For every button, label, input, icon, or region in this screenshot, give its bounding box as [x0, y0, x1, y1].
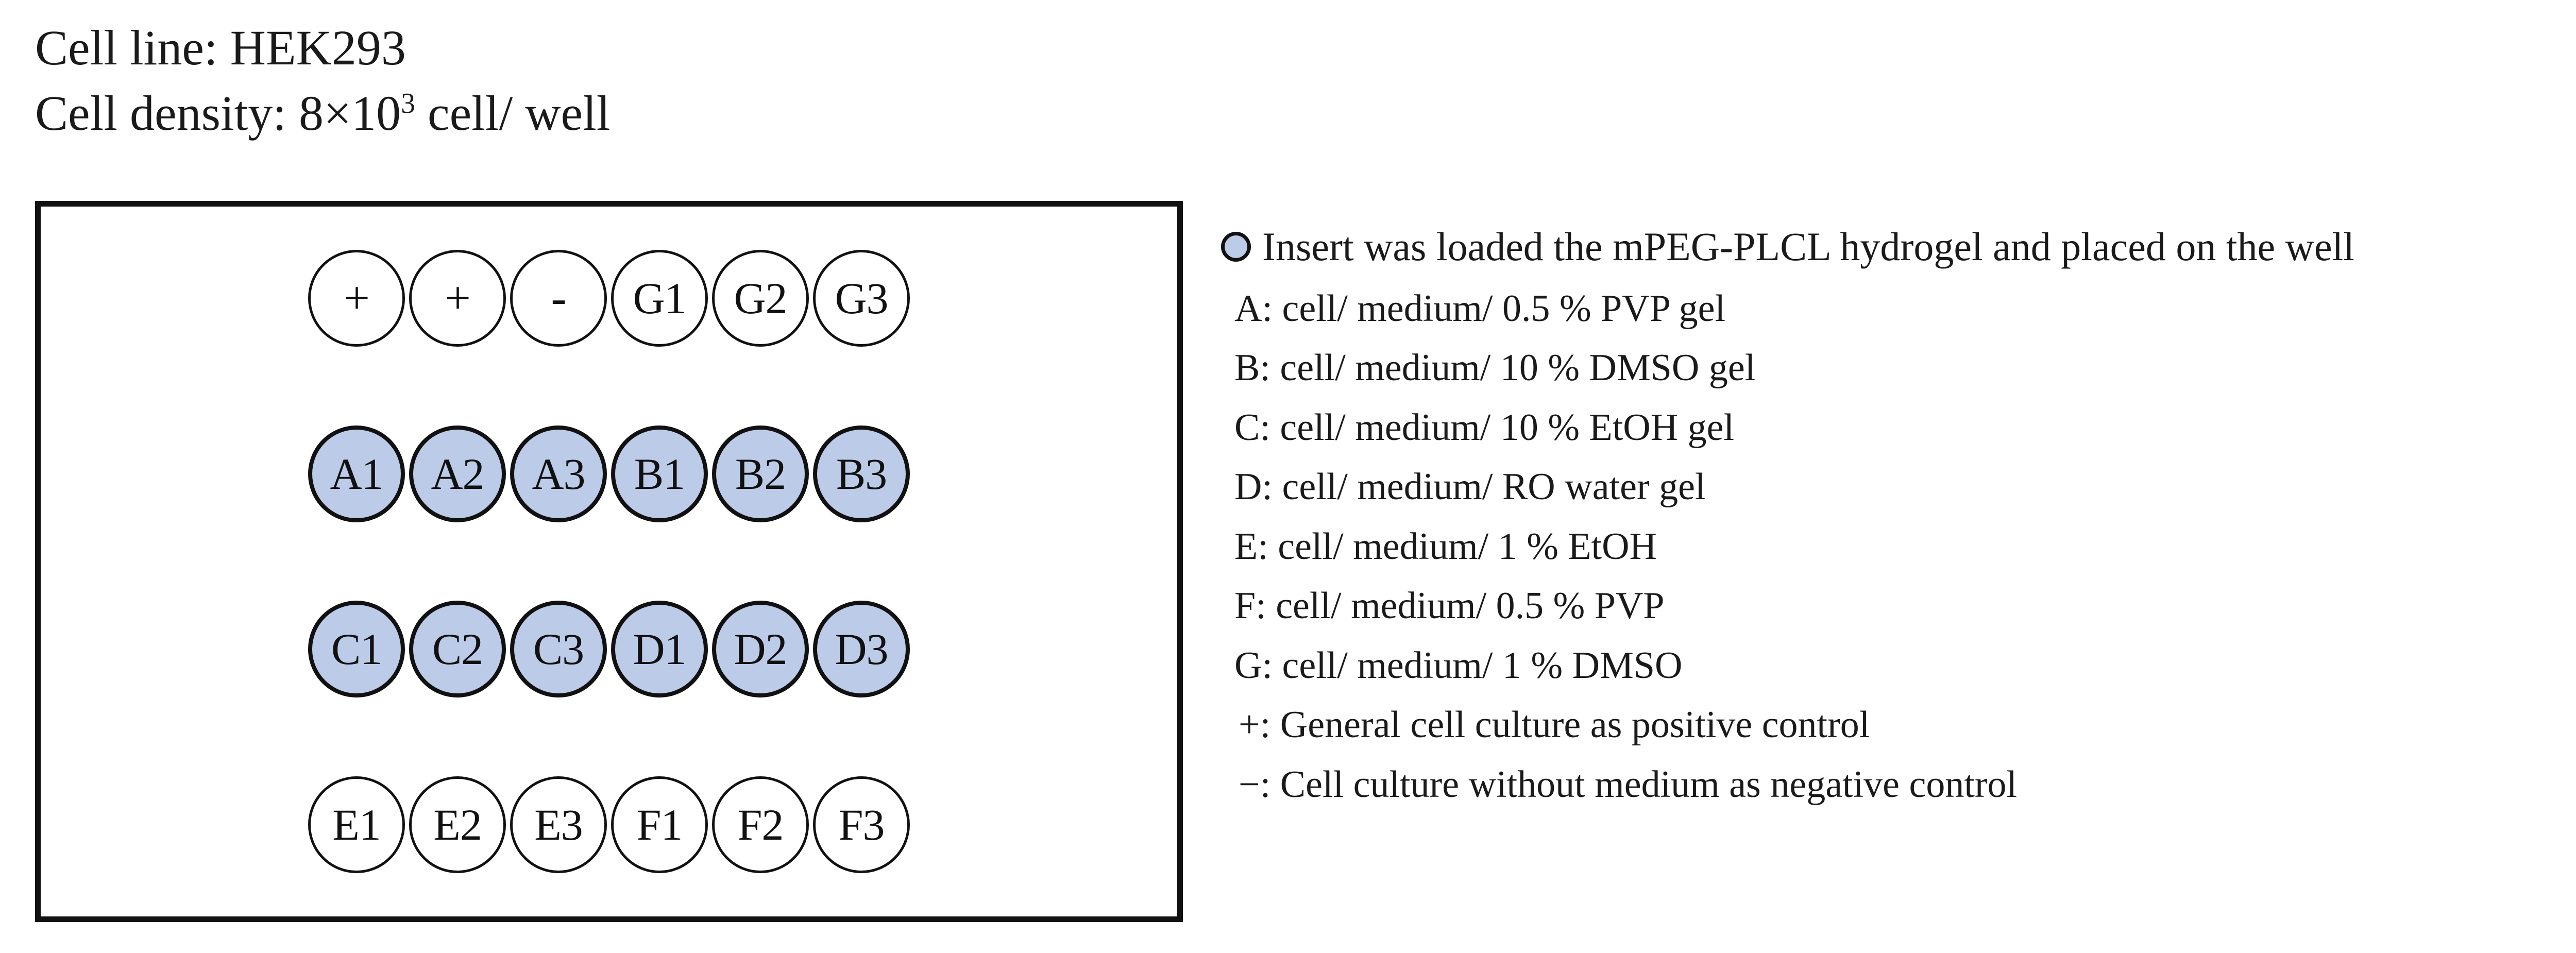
well-e3[interactable]: E3	[510, 776, 607, 873]
well-a1[interactable]: A1	[308, 425, 405, 522]
legend-item: C: cell/ medium/ 10 % EtOH gel	[1234, 406, 1735, 449]
well-a2[interactable]: A2	[409, 425, 506, 522]
cell-density-unit: cell/ well	[415, 85, 611, 141]
legend-item: A: cell/ medium/ 0.5 % PVP gel	[1234, 287, 1726, 330]
well-f1[interactable]: F1	[611, 776, 708, 873]
well-positive[interactable]: +	[409, 250, 506, 347]
experiment-header: Cell line: HEK293 Cell density: 8×103 ce…	[35, 15, 1220, 146]
cell-line-label: Cell line:	[35, 20, 230, 75]
well-d2[interactable]: D2	[712, 601, 809, 698]
well-g2[interactable]: G2	[712, 250, 809, 347]
cell-density-row: Cell density: 8×103 cell/ well	[35, 81, 1220, 146]
legend-item: −: Cell culture without medium as negati…	[1239, 763, 2018, 806]
well-b1[interactable]: B1	[611, 425, 708, 522]
well-e1[interactable]: E1	[308, 776, 405, 873]
legend-item: B: cell/ medium/ 10 % DMSO gel	[1234, 347, 1756, 389]
legend-header-row: Insert was loaded the mPEG-PLCL hydrogel…	[1221, 216, 2576, 277]
legend-item: G: cell/ medium/ 1 % DMSO	[1234, 644, 1683, 687]
well-c3[interactable]: C3	[510, 601, 607, 698]
well-c1[interactable]: C1	[308, 601, 405, 698]
cell-line-value: HEK293	[230, 20, 406, 75]
cell-density-label: Cell density:	[35, 85, 299, 141]
legend-item: +: General cell culture as positive cont…	[1239, 704, 1870, 746]
legend-item: F: cell/ medium/ 0.5 % PVP	[1234, 585, 1665, 627]
legend-item: E: cell/ medium/ 1 % EtOH	[1234, 525, 1657, 568]
well-negative[interactable]: -	[510, 250, 607, 347]
legend: Insert was loaded the mPEG-PLCL hydrogel…	[1221, 216, 2576, 814]
cell-density-mantissa: 8×10	[298, 85, 401, 141]
well-positive[interactable]: +	[308, 250, 405, 347]
legend-swatch-caption: Insert was loaded the mPEG-PLCL hydrogel…	[1262, 224, 2354, 269]
well-b2[interactable]: B2	[712, 425, 809, 522]
well-g1[interactable]: G1	[611, 250, 708, 347]
legend-item: D: cell/ medium/ RO water gel	[1234, 466, 1706, 508]
well-f3[interactable]: F3	[813, 776, 910, 873]
cell-density-exponent: 3	[401, 87, 415, 120]
hydrogel-swatch-icon	[1221, 232, 1251, 262]
well-g3[interactable]: G3	[813, 250, 910, 347]
well-a3[interactable]: A3	[510, 425, 607, 522]
well-e2[interactable]: E2	[409, 776, 506, 873]
well-d3[interactable]: D3	[813, 601, 910, 698]
legend-items-list: A: cell/ medium/ 0.5 % PVP gel B: cell/ m…	[1221, 279, 2576, 814]
well-d1[interactable]: D1	[611, 601, 708, 698]
cell-line-row: Cell line: HEK293	[35, 15, 1220, 81]
well-c2[interactable]: C2	[409, 601, 506, 698]
well-b3[interactable]: B3	[813, 425, 910, 522]
well-f2[interactable]: F2	[712, 776, 809, 873]
